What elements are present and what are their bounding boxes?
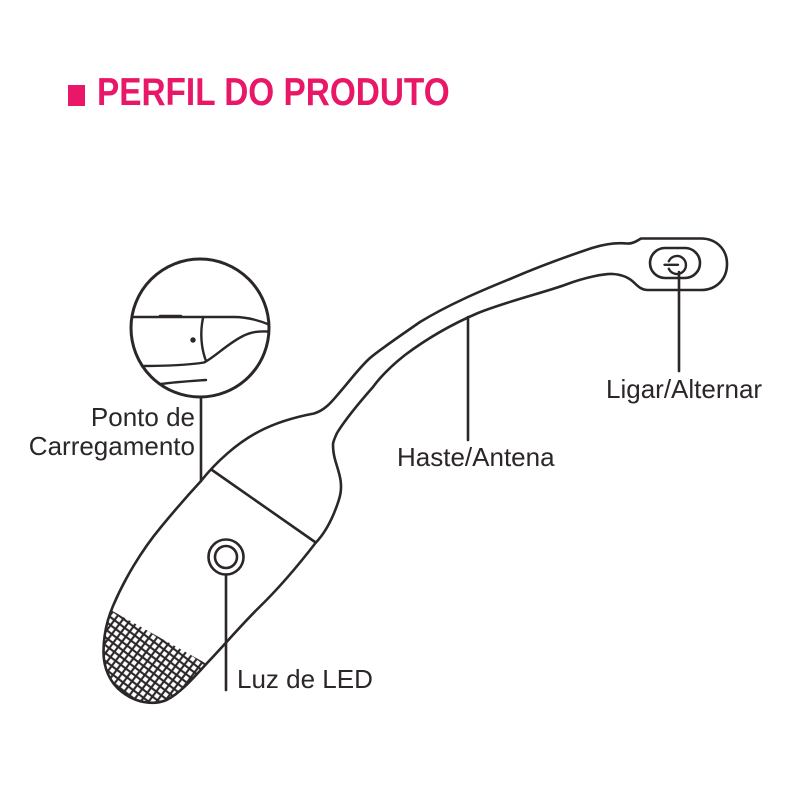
- label-antenna: Haste/Antena: [397, 442, 555, 472]
- label-charging-point-line2: Carregamento: [28, 431, 195, 461]
- title-bullet-square: [68, 85, 85, 106]
- magnifier-circle: [129, 257, 271, 399]
- power-icon: [663, 254, 688, 276]
- label-led-light: Luz de LED: [237, 664, 373, 694]
- power-button: [648, 246, 702, 280]
- page-title: PERFIL DO PRODUTO: [97, 71, 450, 114]
- charging-dot: [190, 337, 196, 343]
- label-power-toggle: Ligar/Alternar: [606, 374, 763, 404]
- body-seam-line: [210, 468, 317, 544]
- label-charging-point-line1: Ponto de: [90, 402, 195, 432]
- magnifier-detail: [129, 257, 271, 399]
- label-charging-point: Ponto de Carregamento: [29, 403, 195, 461]
